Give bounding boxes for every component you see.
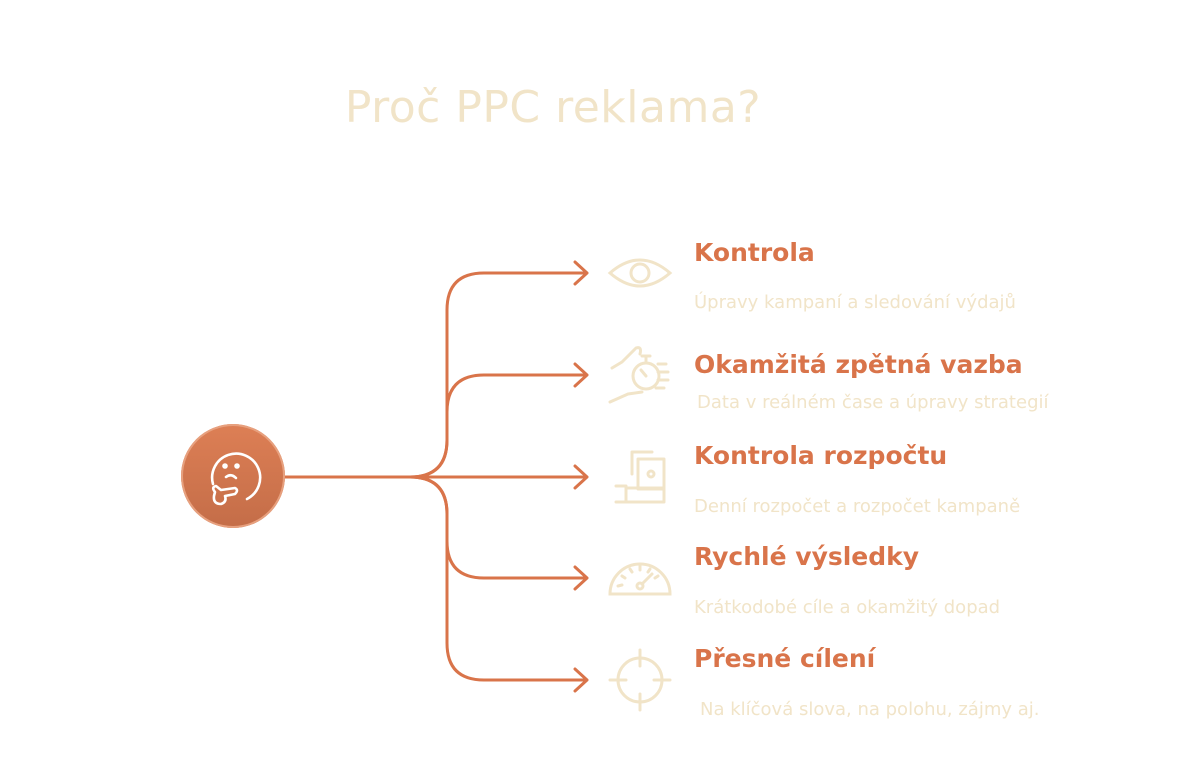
item-text-kontrola-rozpoctu: Denní rozpočet a rozpočet kampaně [694, 496, 1021, 517]
hand-stopwatch-icon [608, 346, 670, 404]
hub-circle [181, 424, 285, 528]
crosshair-icon [608, 648, 672, 712]
item-heading-kontrola-rozpoctu: Kontrola rozpočtu [694, 441, 948, 470]
page-title: Proč PPC reklama? [344, 82, 762, 133]
thinking-face-icon [210, 452, 262, 506]
item-text-kontrola: Úpravy kampaní a sledování výdajů [694, 292, 1016, 313]
item-heading-okamzita-zpetna-vazba: Okamžitá zpětná vazba [694, 350, 1023, 379]
item-heading-kontrola: Kontrola [694, 238, 815, 267]
item-text-presne-cileni: Na klíčová slova, na polohu, zájmy aj. [700, 699, 1040, 720]
item-heading-presne-cileni: Přesné cílení [694, 644, 876, 673]
item-text-okamzita-zpetna-vazba: Data v reálném čase a úpravy strategií [697, 392, 1049, 413]
item-heading-rychle-vysledky: Rychlé výsledky [694, 542, 920, 571]
hand-money-icon [614, 450, 666, 504]
speedometer-icon [608, 562, 672, 596]
item-text-rychle-vysledky: Krátkodobé cíle a okamžitý dopad [694, 597, 1001, 618]
eye-icon [607, 258, 673, 288]
